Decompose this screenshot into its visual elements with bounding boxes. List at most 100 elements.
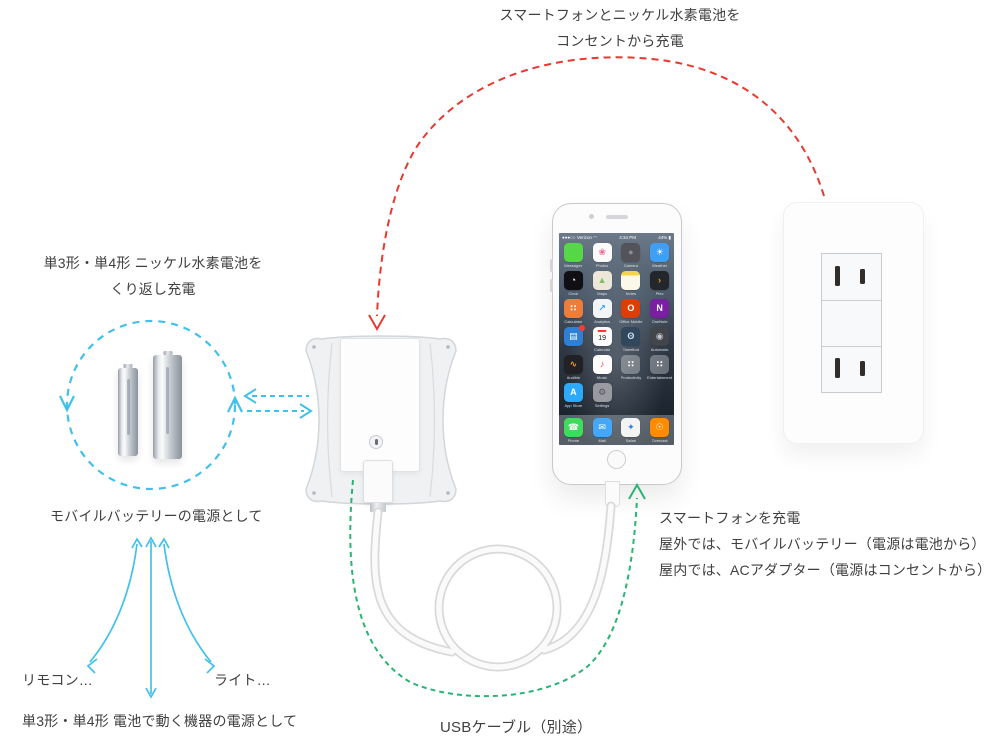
home-screen-app-grid: Messages❀Photos●Camera☀Weather◔Clock▲Map…: [559, 243, 674, 411]
app-icon-photos: ❀Photos: [592, 243, 612, 271]
left-arrowhead: [243, 388, 257, 404]
app-icon-calculator: ∷ Calculator: [563, 299, 583, 327]
calendar-label: Calendar: [594, 347, 611, 352]
app-icon-productivity-folder: ∷ Productivity: [620, 355, 642, 383]
app-icon-office-mobile: O Office Mobile: [619, 299, 643, 327]
entertainment-folder-label: Entertainment: [647, 375, 673, 380]
app-store-glyph: A: [570, 387, 577, 397]
plex-glyph: ›: [658, 275, 662, 285]
usb-cable-outline: [370, 501, 616, 672]
app-icon-music: ♪Music: [592, 355, 612, 383]
outlet-module: [821, 253, 882, 393]
caption-charge-smartphone-line3: 屋内では、ACアダプター（電源はコンセントから）: [659, 562, 992, 578]
usb-cable: [372, 503, 614, 670]
outlet-divider: [822, 300, 881, 301]
safari-glyph: ✦: [627, 422, 635, 432]
audible-glyph: ∿: [569, 359, 578, 369]
tweetbot-glyph: ʘ: [627, 331, 635, 341]
caption-mobile-battery-power: モバイルバッテリーの電源として: [50, 508, 263, 524]
home-button: [607, 450, 626, 469]
phone-screen: ●●●○○ Verizon ◠ 4:34 PM 44% ▮ Messages ❀P…: [559, 233, 674, 445]
green-arrowhead: [628, 482, 646, 500]
status-bar: ●●●○○ Verizon ◠ 4:34 PM 44% ▮: [559, 233, 674, 242]
notes-label: Notes: [625, 291, 637, 296]
photos-label: Photos: [595, 263, 609, 268]
app-icon-analytics: ↗Analytics: [592, 299, 612, 327]
app-store-label: App Store: [564, 403, 583, 408]
audible-label: Audible: [566, 375, 581, 380]
app-icon-messages: Messages: [563, 243, 583, 271]
office-mobile-label: Office Mobile: [619, 319, 643, 324]
caption-remote: リモコン…: [22, 672, 93, 688]
caption-recharge-batteries-line2: くり返し充電: [110, 281, 196, 297]
mail-glyph: ✉: [598, 422, 606, 432]
music-glyph: ♪: [599, 359, 605, 369]
calculator-glyph: ∷: [570, 303, 577, 313]
document-glyph: ▤: [569, 331, 578, 341]
wifi-icon: ◠: [593, 235, 598, 240]
app-icon-entertainment-folder: ∷ Entertainment: [647, 355, 672, 383]
productivity-folder-glyph: ∷: [627, 359, 634, 369]
phone-glyph: ☎: [567, 422, 579, 432]
fan-arrows-devices: [86, 536, 216, 699]
maps-label: Maps: [597, 291, 608, 296]
caption-charge-from-outlet: スマートフォンとニッケル水素電池を コンセントから充電: [430, 2, 810, 54]
automatic-label: Automatic: [650, 347, 669, 352]
tweetbot-label: Tweetbot: [622, 347, 639, 352]
green-arrow-charger-to-phone: [349, 479, 646, 698]
smartphone: ●●●○○ Verizon ◠ 4:34 PM 44% ▮ Messages ❀P…: [550, 203, 682, 485]
caption-charge-smartphone-line2: 屋外では、モバイルバッテリー（電源は電池から）: [659, 536, 986, 552]
maps-glyph: ▲: [597, 275, 607, 285]
app-icon-weather: ☀Weather: [650, 243, 670, 271]
earpiece-speaker: [606, 215, 628, 219]
phone-label: Phone: [567, 438, 580, 443]
weather-glyph: ☀: [655, 247, 664, 257]
cycle-arrowhead-left: [59, 395, 75, 413]
volume-up-button: [550, 259, 553, 272]
app-icon-document: ▤: [563, 325, 585, 355]
cycle-arrowhead-right: [227, 395, 243, 413]
calculator-label: Calculator: [564, 319, 583, 324]
status-battery: 44% ▮: [658, 235, 671, 240]
mail-label: Mail: [598, 438, 606, 443]
caption-light: ライト…: [214, 672, 271, 688]
aaa-battery: [118, 368, 138, 456]
app-icon-phone: ☎ Phone: [563, 418, 583, 443]
volume-down-button: [550, 279, 553, 292]
caption-recharge-batteries: 単3形・単4形 ニッケル水素電池を くり返し充電: [28, 250, 278, 302]
office-mobile-glyph: O: [627, 303, 635, 313]
productivity-folder-label: Productivity: [620, 375, 642, 380]
clock-glyph: ◔: [570, 275, 577, 285]
camera-glyph: ●: [628, 247, 634, 257]
caption-charge-from-outlet-line2: コンセントから充電: [556, 33, 684, 49]
notification-badge: [578, 325, 585, 331]
caption-charge-smartphone-line1: スマートフォンを充電: [659, 510, 801, 526]
app-icon-mail: ✉ Mail: [592, 418, 612, 443]
app-icon-plex: › Plex: [650, 271, 670, 299]
app-icon-safari: ✦ Safari: [621, 418, 641, 443]
caption-charge-from-outlet-line1: スマートフォンとニッケル水素電池を: [499, 7, 741, 23]
entertainment-folder-glyph: ∷: [656, 359, 663, 369]
onenote-glyph: N: [656, 303, 663, 313]
mobile-battery-charger: [298, 333, 464, 507]
safari-label: Safari: [625, 438, 637, 443]
clock-label: Clock: [568, 291, 579, 296]
plex-label: Plex: [655, 291, 664, 296]
outlet-top-slot-left: [835, 266, 840, 286]
front-camera: [589, 214, 594, 219]
red-arrowhead: [368, 314, 386, 332]
outlet-bottom-slot-right: [860, 361, 865, 376]
wall-outlet: [783, 202, 924, 444]
aa-battery: [153, 355, 182, 459]
outlet-bottom-slot-left: [835, 358, 840, 378]
signal-carrier: ●●●○○ Verizon ◠: [562, 235, 598, 240]
charger-button: [369, 435, 383, 449]
caption-charge-smartphone: スマートフォンを充電 屋外では、モバイルバッテリー（電源は電池から） 屋内では、…: [659, 505, 991, 583]
settings-glyph: ⚙: [598, 387, 607, 397]
outlet-top-slot-right: [860, 269, 865, 284]
outlet-divider: [822, 346, 881, 347]
messages-label: Messages: [564, 263, 583, 268]
